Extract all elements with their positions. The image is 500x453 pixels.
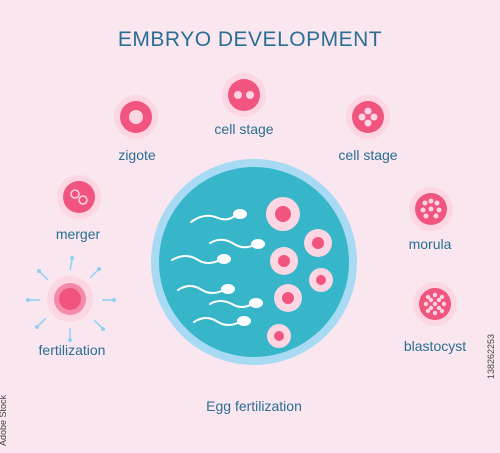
label-cell-stage-4: cell stage — [338, 147, 398, 163]
label-cell-stage-2: cell stage — [214, 121, 274, 137]
label-blastocyst: blastocyst — [403, 338, 467, 354]
label-zigote: zigote — [118, 147, 156, 163]
label-morula: morula — [408, 236, 452, 252]
blastocyst-cell — [413, 282, 457, 326]
label-egg-fertilization: Egg fertilization — [206, 398, 302, 414]
eggs-in-dish — [266, 197, 333, 348]
label-merger: merger — [55, 226, 101, 242]
sperm-heads — [217, 209, 265, 326]
diagram-title: EMBRYO DEVELOPMENT — [117, 28, 383, 51]
merger-cell — [57, 175, 101, 219]
label-fertilization: fertilization — [38, 342, 106, 358]
stock-id: 138262253 — [486, 334, 496, 380]
brand-watermark: Adobe Stock — [0, 394, 8, 446]
cell-stage-2 — [222, 73, 266, 117]
fertilization-cell — [26, 256, 116, 342]
zigote-cell — [114, 95, 158, 139]
morula-cell — [409, 187, 453, 231]
sperm-group — [171, 214, 255, 326]
cell-stage-4 — [346, 95, 390, 139]
petri-dish — [151, 159, 357, 365]
